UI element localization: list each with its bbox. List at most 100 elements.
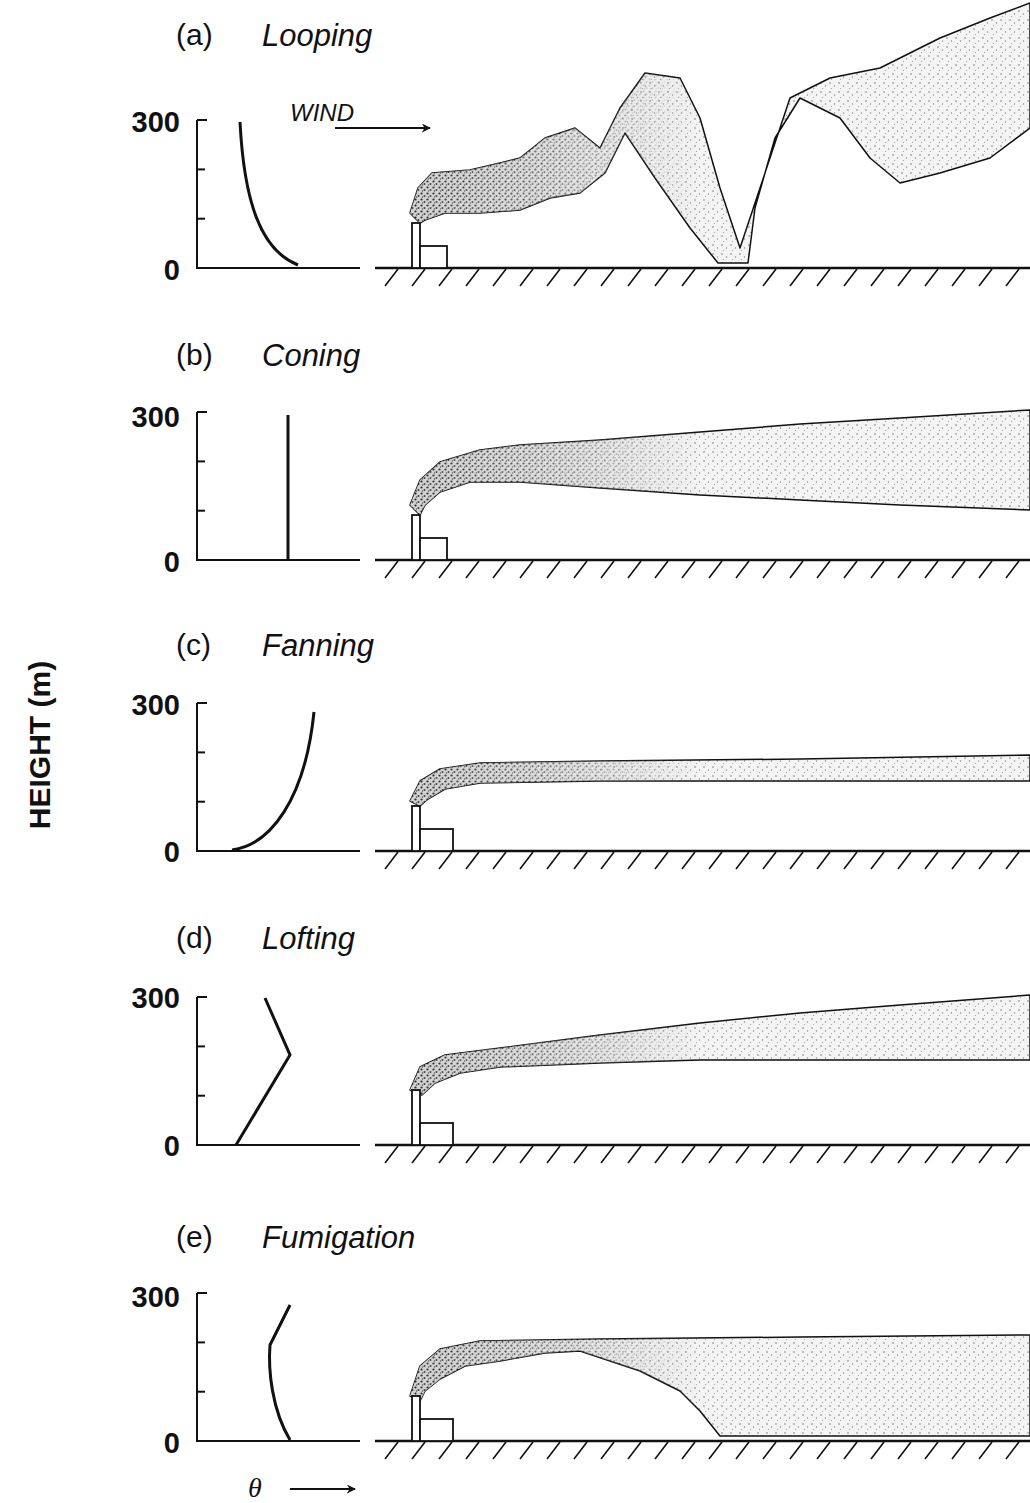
ground-hatch [493, 1146, 506, 1163]
smoke-core [410, 755, 1030, 806]
ground-hatch [439, 1442, 452, 1459]
ground-hatch [682, 852, 695, 869]
ground-hatch [790, 269, 803, 286]
theta-arrow [290, 1488, 355, 1490]
ground-hatch [979, 269, 992, 286]
ground-hatch [520, 269, 533, 286]
ground-hatch [1006, 269, 1019, 286]
ground-hatch [412, 852, 425, 869]
axis-number: 0 [164, 1132, 180, 1161]
ground-hatch [439, 561, 452, 578]
ground-hatch [385, 269, 398, 286]
ground-hatch [871, 269, 884, 286]
smoke-plume [410, 410, 1030, 515]
ground-hatch [736, 561, 749, 578]
ground-hatch [655, 1146, 668, 1163]
theta-profile [270, 1305, 290, 1440]
ground-hatch [682, 1146, 695, 1163]
ground-hatch [385, 852, 398, 869]
axis-tick [197, 460, 205, 462]
ground-hatch [1006, 1146, 1019, 1163]
ground-hatch [844, 1442, 857, 1459]
ground-hatch [871, 1146, 884, 1163]
smoke-stack [412, 515, 420, 560]
ground-hatch [601, 561, 614, 578]
ground-hatch [601, 269, 614, 286]
theta-profile [236, 998, 290, 1145]
theta-profile [232, 712, 314, 850]
smoke-stack [412, 223, 420, 268]
building [420, 1123, 453, 1145]
building [420, 538, 447, 560]
axis-number: 300 [132, 984, 180, 1013]
ground-hatch [655, 1442, 668, 1459]
axis-line [197, 1293, 360, 1441]
ground-hatch [439, 269, 452, 286]
axis-tick [197, 1292, 207, 1294]
ground-hatch [763, 852, 776, 869]
ground-hatch [493, 852, 506, 869]
ground-hatch [601, 1146, 614, 1163]
ground-hatch [763, 1146, 776, 1163]
wind-label: WIND [290, 101, 354, 125]
ground-line [375, 1440, 1030, 1443]
ground-hatch [898, 852, 911, 869]
ground-hatch [547, 1146, 560, 1163]
ground-hatch [898, 269, 911, 286]
ground-hatch [628, 269, 641, 286]
ground-hatch [790, 1442, 803, 1459]
ground-hatch [898, 561, 911, 578]
ground-hatch [709, 1442, 722, 1459]
ground-hatch [547, 561, 560, 578]
ground-line [375, 850, 1030, 853]
axis-line [197, 703, 360, 851]
smoke-plume [410, 3, 1030, 263]
ground-hatch [952, 1442, 965, 1459]
ground-hatch [412, 1146, 425, 1163]
ground-hatch [466, 1442, 479, 1459]
wind-arrow [335, 127, 430, 129]
ground-hatch [790, 852, 803, 869]
ground-hatch [547, 269, 560, 286]
ground-hatch [520, 1442, 533, 1459]
ground-hatch [466, 561, 479, 578]
ground-hatch [817, 1146, 830, 1163]
axis-tick [197, 702, 207, 704]
ground-hatch [844, 269, 857, 286]
ground-hatch [925, 269, 938, 286]
ground-hatch [763, 269, 776, 286]
ground-hatch [736, 1146, 749, 1163]
ground-hatch [790, 1146, 803, 1163]
ground-hatch [871, 852, 884, 869]
ground-hatch [547, 852, 560, 869]
ground-hatch [628, 1146, 641, 1163]
ground-hatch [628, 852, 641, 869]
ground-hatch [520, 1146, 533, 1163]
ground-hatch [736, 269, 749, 286]
panel-title: Fumigation [262, 1222, 415, 1253]
axis-tick [197, 119, 207, 121]
ground-hatch [574, 852, 587, 869]
ground-hatch [1006, 1442, 1019, 1459]
axis-tick [197, 1341, 205, 1343]
ground-hatch [763, 1442, 776, 1459]
ground-hatch [979, 561, 992, 578]
ground-line [375, 559, 1030, 562]
ground-line [375, 267, 1030, 270]
panel-letter: (a) [176, 20, 213, 50]
ground-hatch [385, 1442, 398, 1459]
theta-profile [287, 415, 290, 560]
ground-hatch [790, 561, 803, 578]
ground-hatch [574, 269, 587, 286]
ground-hatch [628, 1442, 641, 1459]
axis-number: 300 [132, 691, 180, 720]
smoke-stack [412, 1396, 420, 1441]
smoke-core [410, 3, 1030, 263]
axis-tick [197, 801, 205, 803]
ground-hatch [979, 1146, 992, 1163]
ground-hatch [412, 269, 425, 286]
ground-hatch [520, 852, 533, 869]
ground-hatch [574, 1442, 587, 1459]
axis-tick [197, 510, 205, 512]
panel-letter: (e) [176, 1222, 213, 1252]
